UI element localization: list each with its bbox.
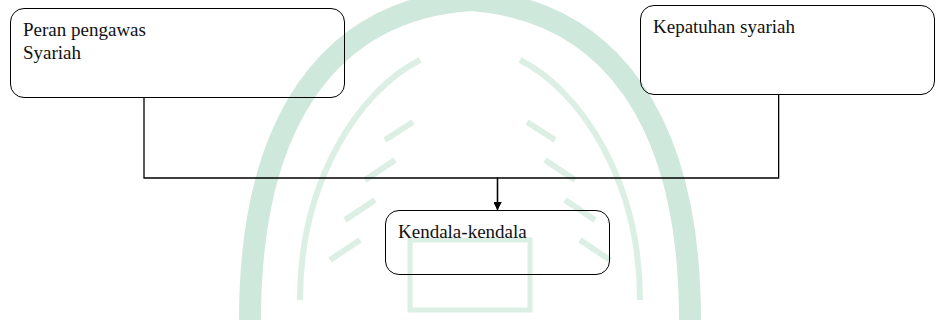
watermark-book [410,240,530,310]
connector-arrow [144,98,498,210]
process-box: Kepatuhan syariah [640,5,935,95]
watermark-leaves [300,60,640,300]
box-label: Kepatuhan syariah [653,16,795,39]
process-box: Kendala-kendala [385,210,610,275]
box-label: Peran pengawas Syariah [23,19,173,65]
process-box: Peran pengawas Syariah [10,8,345,98]
box-label: Kendala-kendala [398,221,527,244]
connector-arrow [498,95,779,210]
watermark-arch [250,0,690,320]
